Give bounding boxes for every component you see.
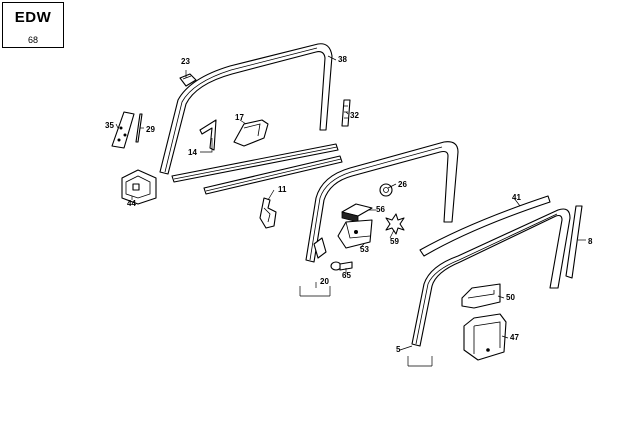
part-20-clip bbox=[299, 286, 331, 297]
callout-8: 8 bbox=[588, 237, 593, 246]
part-14-trim bbox=[199, 119, 217, 151]
part-26-grommet bbox=[379, 183, 393, 197]
callout-32: 32 bbox=[350, 111, 359, 120]
callout-20: 20 bbox=[320, 277, 329, 286]
part-32-panel bbox=[341, 99, 351, 127]
callout-44: 44 bbox=[127, 199, 136, 208]
part-11-outer-seal bbox=[203, 155, 343, 195]
diagram-page-number: 68 bbox=[27, 35, 38, 45]
callout-labels: 23 38 35 29 17 32 14 11 44 26 56 41 59 8… bbox=[105, 55, 593, 354]
part-53-block bbox=[337, 219, 373, 249]
callout-17: 17 bbox=[235, 113, 244, 122]
callout-47: 47 bbox=[510, 333, 519, 342]
part-47-bracket bbox=[463, 313, 507, 361]
diagram-code-box: EDW 68 bbox=[2, 2, 64, 48]
callout-5: 5 bbox=[396, 345, 401, 354]
part-41-rear-seal bbox=[419, 195, 551, 257]
callout-14: 14 bbox=[188, 148, 197, 157]
leader-lines bbox=[115, 55, 586, 351]
part-65-screw bbox=[330, 261, 353, 271]
part-44-mount bbox=[121, 169, 157, 205]
part-8-strip bbox=[565, 205, 583, 279]
callout-41: 41 bbox=[512, 193, 521, 202]
callout-26: 26 bbox=[398, 180, 407, 189]
part-35-corner-trim bbox=[111, 111, 135, 149]
callout-53: 53 bbox=[360, 245, 369, 254]
part-50-channel bbox=[461, 283, 501, 309]
middle-frame-arch bbox=[305, 141, 459, 263]
part-23-clip bbox=[179, 73, 197, 87]
diagram-code: EDW bbox=[14, 9, 52, 26]
part-59-star-washer bbox=[385, 213, 405, 235]
callout-38: 38 bbox=[338, 55, 347, 64]
part-17-bracket bbox=[233, 119, 269, 147]
part-29-strip bbox=[135, 113, 143, 143]
callout-50: 50 bbox=[506, 293, 515, 302]
part-38-frame-channel bbox=[159, 43, 333, 175]
part-56-pad bbox=[341, 203, 373, 223]
callout-59: 59 bbox=[390, 237, 399, 246]
callout-35: 35 bbox=[105, 121, 114, 130]
part-5-rear-frame bbox=[407, 208, 571, 367]
part-14-inner-seal bbox=[171, 143, 339, 183]
callout-23: 23 bbox=[181, 57, 190, 66]
callout-29: 29 bbox=[146, 125, 155, 134]
callout-56: 56 bbox=[376, 205, 385, 214]
callout-65: 65 bbox=[342, 271, 351, 280]
callout-11: 11 bbox=[278, 185, 287, 194]
part-11-clip bbox=[259, 197, 277, 229]
